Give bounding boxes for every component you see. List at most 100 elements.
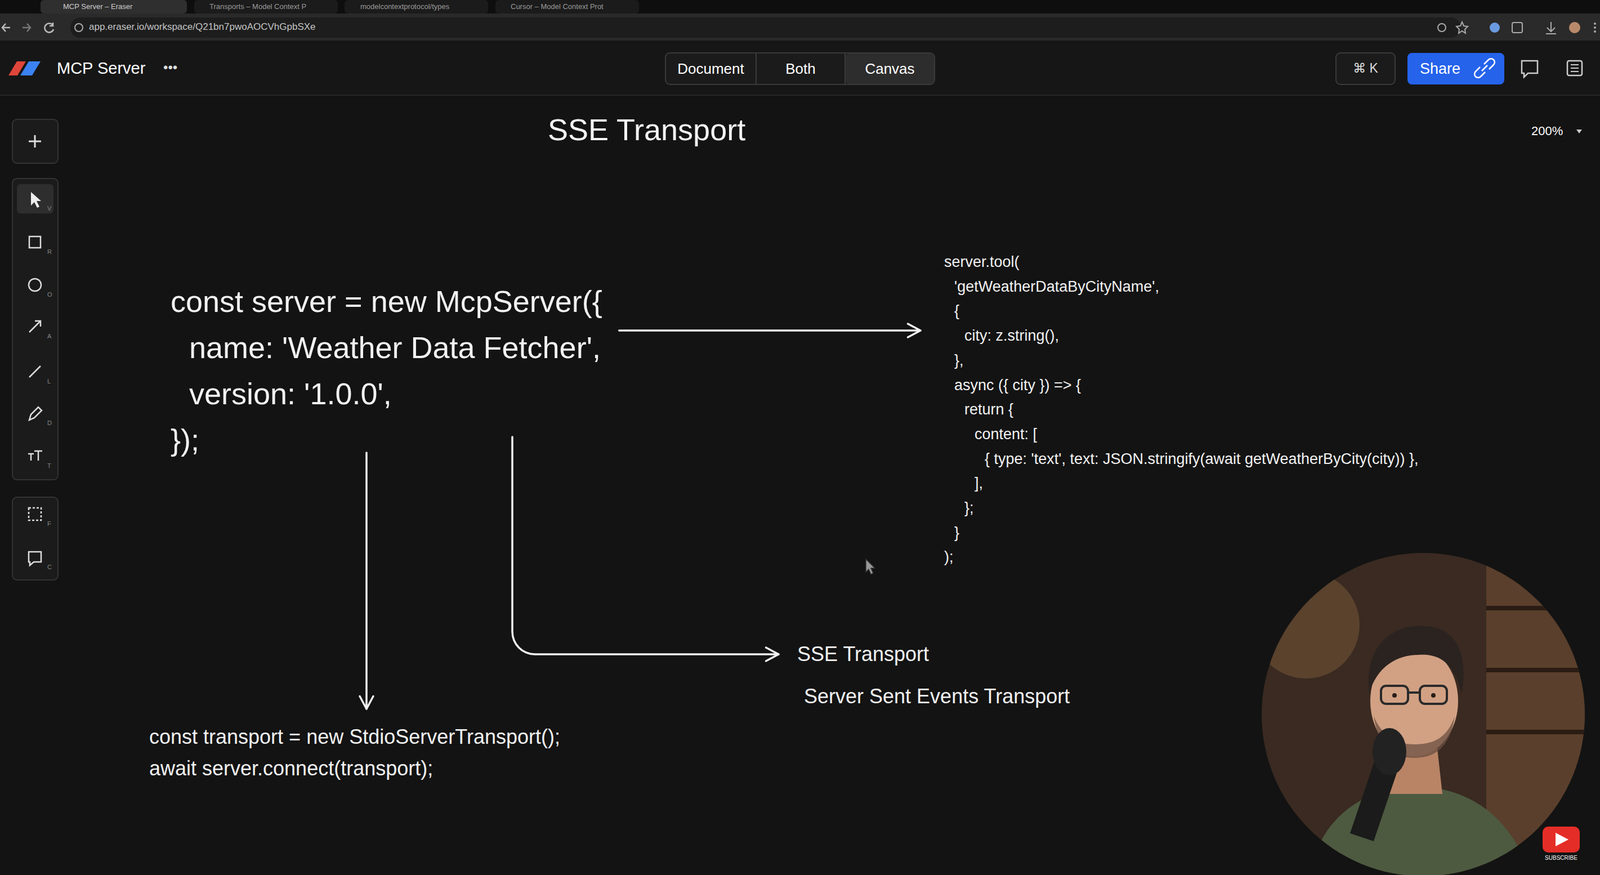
code-line: 'getWeatherDataByCityName', xyxy=(944,274,1419,300)
browser-tab xyxy=(495,0,639,14)
comment-icon xyxy=(1521,60,1538,78)
shelf-lines xyxy=(1486,608,1599,732)
glasses xyxy=(1380,685,1409,704)
menu-dot xyxy=(1593,22,1597,25)
code-line: async ({ city }) => { xyxy=(944,373,1419,399)
code-line: await server.connect(transport); xyxy=(149,752,561,785)
menu-dot xyxy=(1593,26,1597,29)
reload-icon xyxy=(44,22,54,33)
download-icon xyxy=(1545,21,1557,34)
menu-dot xyxy=(1593,30,1597,33)
hair xyxy=(1368,626,1464,694)
code-line: { type: 'text', text: JSON.stringify(awa… xyxy=(944,447,1419,472)
code-line: ); xyxy=(944,544,1419,570)
microphone xyxy=(1372,727,1407,776)
code-block: const transport = new StdioServerTranspo… xyxy=(149,721,561,785)
code-line: const transport = new StdioServerTranspo… xyxy=(149,721,561,753)
toolbar-panel xyxy=(12,119,58,164)
profile-icon xyxy=(1569,21,1581,34)
toolbar-panel xyxy=(12,497,58,580)
shortcut-key: C xyxy=(47,563,52,571)
extension-icon xyxy=(1512,22,1523,33)
code-line: return { xyxy=(944,397,1419,423)
logo-blue xyxy=(20,61,41,76)
select-icon xyxy=(30,191,42,208)
toolbar-panel xyxy=(12,178,58,480)
ui-label: 200% xyxy=(1531,123,1563,139)
glasses-bridge xyxy=(1408,691,1420,694)
ui-label: MCP Server xyxy=(56,58,146,79)
tab-title: Transports – Model Context P xyxy=(209,2,307,12)
header-border xyxy=(0,94,1600,96)
note-text: SSE Transport xyxy=(797,641,1070,667)
shortcut-key: L xyxy=(47,377,51,386)
play-triangle xyxy=(1555,832,1569,847)
switcher-divider xyxy=(844,52,846,85)
ui-label: ⌘ K xyxy=(1335,60,1396,77)
lamp-glow xyxy=(1252,571,1360,679)
tab-title: MCP Server – Eraser xyxy=(63,2,133,12)
back-icon xyxy=(2,23,11,32)
shortcut-key: F xyxy=(47,520,52,528)
link-icon xyxy=(1474,58,1495,78)
code-block: server.tool('getWeatherDataByCityName',{… xyxy=(944,249,1419,570)
forward-icon xyxy=(22,23,31,32)
code-line: server.tool( xyxy=(944,249,1419,275)
code-line: city: z.string(), xyxy=(944,323,1419,349)
ui-label: Document xyxy=(665,60,757,78)
code-line: const server = new McpServer({ xyxy=(170,278,603,325)
note-text: Server Sent Events Transport xyxy=(803,684,1070,709)
command-button xyxy=(1335,52,1396,85)
selected-tool xyxy=(16,184,54,214)
flow-arrow xyxy=(619,329,921,332)
flow-arrow xyxy=(512,436,779,655)
url-field xyxy=(70,17,1461,38)
share-button xyxy=(1407,52,1505,85)
browser-tab xyxy=(344,0,489,14)
ui-label: Share xyxy=(1419,59,1461,78)
site-info-icon xyxy=(74,23,83,32)
text-icon xyxy=(28,450,43,461)
view-switcher xyxy=(665,52,935,85)
tab-strip xyxy=(0,0,1600,14)
zoom-icon xyxy=(1437,23,1446,32)
browser-tab xyxy=(194,0,338,14)
code-line: }); xyxy=(170,416,603,463)
code-line: { xyxy=(944,298,1419,324)
bookmark-icon xyxy=(1456,21,1468,34)
tab-title: Cursor – Model Context Prot xyxy=(510,2,604,12)
rectangle-icon xyxy=(29,236,41,248)
ellipse-icon xyxy=(28,278,42,292)
tab-title: modelcontextprotocol/types xyxy=(360,2,450,12)
shortcut-key: A xyxy=(47,332,52,341)
ui-label: Canvas xyxy=(845,60,935,78)
presenter-video xyxy=(1252,546,1599,875)
ui-label: Both xyxy=(756,60,846,78)
add-icon xyxy=(28,135,42,148)
glasses xyxy=(1419,685,1447,704)
arrow-icon xyxy=(29,320,41,333)
ui-label: ••• xyxy=(163,59,178,77)
mouse-cursor xyxy=(865,559,875,575)
code-line: } xyxy=(944,520,1419,546)
canvas-heading: SSE Transport xyxy=(547,111,746,149)
eye xyxy=(1392,693,1397,698)
shortcut-key: T xyxy=(47,462,52,470)
comment-tool-icon xyxy=(28,551,42,566)
code-line: }, xyxy=(944,348,1419,374)
eye xyxy=(1431,693,1436,698)
app-header xyxy=(0,40,1600,96)
zoom-caret xyxy=(1576,129,1582,134)
transport-note: SSE TransportServer Sent Events Transpor… xyxy=(797,641,1070,709)
extension-icon xyxy=(1489,22,1500,33)
subscribe-icon xyxy=(1542,826,1580,853)
switcher-divider xyxy=(755,52,757,85)
code-block: const server = new McpServer({name: 'Wea… xyxy=(170,278,603,463)
url-text: app.eraser.io/workspace/Q21bn7pwoAOCVhGp… xyxy=(88,21,316,33)
code-line: name: 'Weather Data Fetcher', xyxy=(170,324,603,371)
panel-icon xyxy=(1567,60,1582,76)
code-line: ], xyxy=(944,471,1419,496)
code-line: }; xyxy=(944,495,1419,521)
shortcut-key: R xyxy=(47,248,52,256)
code-line: version: '1.0.0', xyxy=(170,370,603,417)
